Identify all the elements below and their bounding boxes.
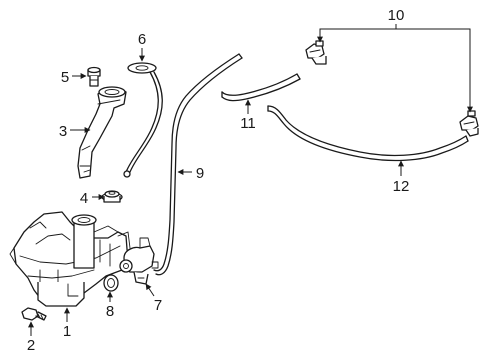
leader-10-bracket bbox=[319, 28, 471, 111]
callout-10: 10 bbox=[388, 7, 405, 24]
callout-7: 7 bbox=[154, 297, 162, 314]
leader-7 bbox=[145, 283, 155, 297]
washer-nozzle-left-part bbox=[305, 40, 327, 65]
callout-3: 3 bbox=[59, 123, 67, 140]
callout-5: 5 bbox=[61, 69, 69, 86]
callout-12: 12 bbox=[393, 178, 410, 195]
washer-pump-part bbox=[119, 237, 159, 285]
hose-segment-11-part bbox=[221, 73, 301, 102]
callout-8: 8 bbox=[106, 303, 114, 320]
hose-segment-12-part bbox=[267, 105, 469, 162]
callout-1: 1 bbox=[63, 323, 71, 340]
callout-4: 4 bbox=[80, 190, 88, 207]
callout-labels: 1 2 3 4 5 6 7 8 9 10 11 12 bbox=[27, 7, 410, 354]
bolt-part bbox=[21, 307, 47, 321]
callout-2: 2 bbox=[27, 337, 35, 354]
filler-pipe-part bbox=[77, 86, 127, 179]
callout-6: 6 bbox=[138, 31, 146, 48]
callout-11: 11 bbox=[240, 115, 256, 132]
leader-lines bbox=[28, 24, 473, 336]
washer-reservoir-part bbox=[9, 211, 131, 307]
washer-nozzle-right-part bbox=[459, 110, 479, 137]
washer-hose-part bbox=[153, 53, 243, 276]
seal-ring-part bbox=[103, 274, 119, 292]
cap-part bbox=[87, 66, 101, 87]
grommet-part bbox=[101, 190, 123, 203]
callout-9: 9 bbox=[196, 165, 204, 182]
level-sensor-part bbox=[123, 62, 163, 178]
